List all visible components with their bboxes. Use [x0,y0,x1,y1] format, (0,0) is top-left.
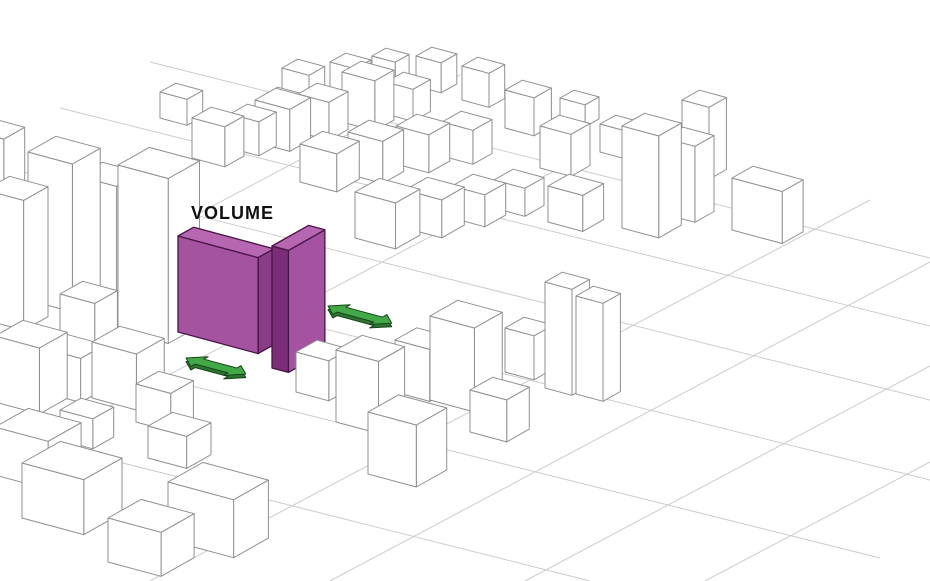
building-face [371,47,410,63]
building [461,56,506,108]
building [621,112,682,239]
building [0,319,68,415]
building-face [117,146,200,179]
building-face [544,271,590,290]
direction-arrow-right [327,304,393,329]
building-face [461,56,506,74]
building-face [602,293,621,402]
building [354,177,421,250]
building-face [281,58,326,76]
building-face [0,175,49,201]
building-face [694,135,715,223]
volume-label: VOLUME [191,203,274,223]
building-face [297,82,349,103]
volume-block-b-face [271,245,290,374]
arrow-top [185,356,247,376]
building-face [404,176,465,201]
building-face [341,60,395,82]
building [0,175,49,331]
building-face [575,295,604,402]
building-face [731,165,804,192]
building-face [167,461,269,501]
building-face [621,125,660,239]
building-face [23,186,49,331]
building-face [539,114,591,135]
building-face [385,71,431,90]
building-face [559,89,600,106]
building-face [575,285,621,304]
building-face [59,280,118,304]
building-face [107,498,195,533]
building-face [347,119,405,142]
building-face [21,440,123,481]
building-face [415,46,458,64]
building [404,176,465,239]
building-face [367,394,448,426]
building-face [621,112,682,137]
building [229,103,277,157]
building-face [159,82,204,100]
building-face [229,103,277,123]
arrow-top [327,304,393,325]
building [107,498,195,577]
building [299,130,360,193]
building-face [429,315,475,413]
building [547,173,605,232]
building [395,113,451,174]
building-face [441,110,493,131]
building-face [0,193,25,331]
building-face [0,120,26,140]
building-face [547,173,605,196]
building-face [544,281,573,396]
building-face [135,370,194,394]
building-face [451,173,507,196]
building-face [681,89,727,108]
city-buildings [0,46,804,577]
building-face [354,177,421,204]
building [367,394,448,488]
building-face [504,327,535,381]
building-face [191,106,245,128]
building [731,165,804,244]
building [147,411,212,469]
building [191,106,245,168]
street-line [704,461,930,581]
building-face [469,376,530,401]
building-face [0,407,82,442]
building [469,376,530,443]
volume-block-a [177,226,275,355]
direction-arrow-left [185,356,247,380]
building [295,339,351,402]
building-face [117,164,169,344]
building-face [658,122,682,239]
building [539,114,591,177]
building [341,60,395,132]
building-face [429,299,503,329]
street-line [524,365,930,581]
building-face [91,325,165,355]
building [575,285,621,402]
volume-block-b-face [271,224,326,252]
volume-block-b [271,224,326,374]
building-face [335,334,406,362]
street-line [329,261,930,581]
building-face [493,168,545,189]
building-face [504,79,552,99]
building [21,440,123,536]
building-face [147,411,212,437]
building-face [254,87,312,110]
building-face [27,135,101,165]
building-face [0,336,40,415]
building-face [299,130,360,155]
building-face [59,397,115,420]
building-face [395,113,451,136]
building-face [0,319,68,349]
